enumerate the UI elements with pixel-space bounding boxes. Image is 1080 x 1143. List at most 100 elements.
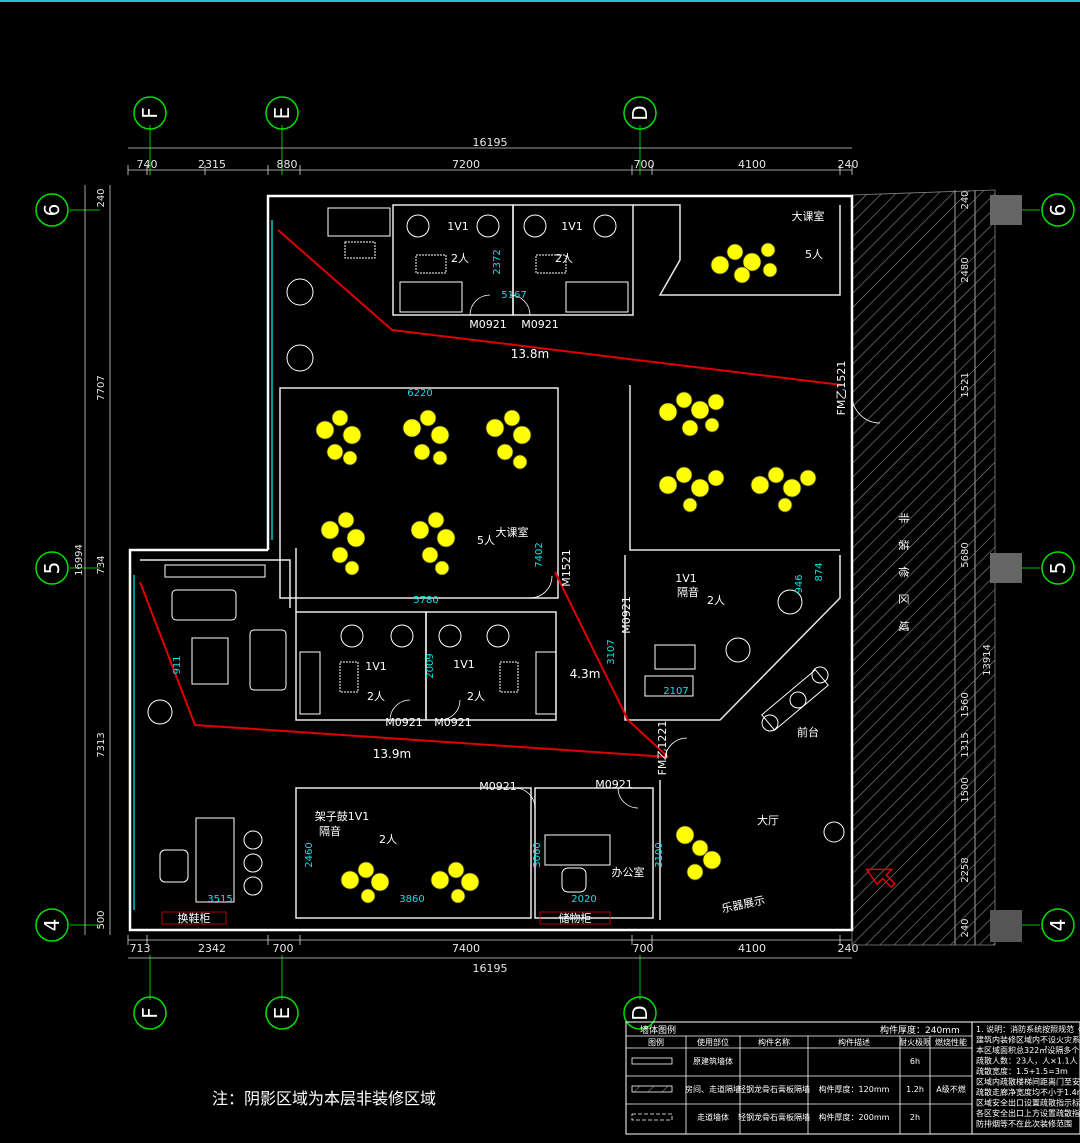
door-m0921-d: M0921 bbox=[434, 716, 472, 729]
room-1v1-e: 1V1 bbox=[675, 572, 697, 585]
interior-walls bbox=[140, 204, 841, 920]
dim-top-4: 7200 bbox=[452, 158, 480, 171]
door-m0921-c: M0921 bbox=[385, 716, 423, 729]
room-front-desk: 前台 bbox=[797, 725, 819, 739]
inner-dim-3515: 3515 bbox=[207, 894, 232, 905]
column-5 bbox=[990, 553, 1022, 583]
dim-left-5: 500 bbox=[96, 910, 107, 929]
dim-total-bottom: 16195 bbox=[473, 962, 508, 975]
spec-note-line: 疏散走廊净宽度均不小于1.4m bbox=[976, 1087, 1080, 1097]
room-storage-cabinet: 储物柜 bbox=[559, 911, 592, 925]
legend-r2-c2: 轻钢龙骨石膏板隔墙 bbox=[738, 1084, 810, 1094]
legend-header-1: 使用部位 bbox=[697, 1037, 729, 1047]
spec-note-line: 本区域面积总322㎡设隔多个房间(包 bbox=[976, 1045, 1080, 1055]
furniture-white bbox=[147, 207, 845, 903]
spec-note-line: 疏散人数：23人，人×1.1人 bbox=[976, 1056, 1078, 1066]
legend-r2-c4: 1.2h bbox=[906, 1085, 924, 1094]
room-hall: 大厅 bbox=[757, 813, 779, 827]
legend-table bbox=[625, 1021, 973, 1135]
room-drum-1v1: 架子鼓1V1 bbox=[315, 809, 370, 823]
inner-dim-911: 911 bbox=[172, 655, 183, 674]
dim-left-3: 734 bbox=[96, 555, 107, 574]
dim-top-5: 700 bbox=[634, 158, 655, 171]
axis-label-f-bottom: F bbox=[138, 1007, 162, 1019]
room-big-class-top-ppl: 5人 bbox=[805, 248, 823, 261]
dim-left-total: 16994 bbox=[74, 544, 85, 576]
legend-r1-c1: 原建筑墙体 bbox=[693, 1056, 733, 1066]
drum-kits bbox=[315, 242, 817, 904]
spec-note-line: 1. 说明：消防系统按照规范《12 #楼消防设计》 bbox=[976, 1024, 1080, 1034]
entrance-arrow-icon bbox=[864, 868, 896, 889]
spec-note-line: 各区安全出口上方设置疏散指示 bbox=[976, 1108, 1080, 1118]
room-instrument-display: 乐器展示 bbox=[720, 894, 766, 916]
dim-bottom-2: 2342 bbox=[198, 942, 226, 955]
spec-notes-box bbox=[971, 1021, 1080, 1135]
legend-r3-c2: 轻钢龙骨石膏板隔墙 bbox=[738, 1112, 810, 1122]
door-m0921-f: M0921 bbox=[595, 778, 633, 791]
inner-dim-2107: 2107 bbox=[663, 686, 688, 697]
inner-dim-3100: 3100 bbox=[654, 842, 665, 867]
dim-left-2: 7707 bbox=[96, 375, 107, 400]
legend-r2-c1: 房间、走道隔墙 bbox=[685, 1084, 741, 1094]
inner-dim-7402: 7402 bbox=[534, 542, 545, 567]
spec-note-line: 区域安全出口设置疏散指示标志 bbox=[976, 1098, 1080, 1108]
door-m0921-a: M0921 bbox=[469, 318, 507, 331]
inner-dim-2372: 2372 bbox=[492, 249, 503, 274]
shoe-cabinet-box bbox=[161, 911, 227, 925]
door-m1521: M1521 bbox=[560, 549, 573, 587]
dim-bottom-6: 4100 bbox=[738, 942, 766, 955]
axis-label-e-bottom: E bbox=[270, 1007, 294, 1020]
door-fm1221: FM乙1221 bbox=[656, 721, 669, 776]
column-4 bbox=[990, 910, 1022, 942]
distance-4-3: 4.3m bbox=[570, 667, 601, 681]
dim-total-top: 16195 bbox=[473, 136, 508, 149]
non-reno-label: 非装修区域 bbox=[897, 513, 911, 648]
room-1v1-b: 1V1 bbox=[561, 220, 583, 233]
axis-label-d-bottom: D bbox=[628, 1005, 652, 1020]
legend-r2-c3: 构件厚度：120mm bbox=[819, 1084, 890, 1094]
axis-label-6-left: 6 bbox=[40, 204, 64, 217]
legend-r1-c4: 6h bbox=[910, 1057, 920, 1066]
legend-header-3: 构件描述 bbox=[838, 1037, 870, 1047]
axis-bubbles bbox=[35, 96, 1075, 1030]
legend-header-4: 耐火极限 bbox=[899, 1037, 931, 1047]
axis-label-5-right: 5 bbox=[1046, 562, 1070, 575]
room-1v1-a: 1V1 bbox=[447, 220, 469, 233]
evac-paths bbox=[139, 229, 843, 758]
dim-top-6: 4100 bbox=[738, 158, 766, 171]
inner-dim-3060: 3060 bbox=[532, 842, 543, 867]
non-reno-hatch bbox=[851, 189, 996, 946]
distance-13-8: 13.8m bbox=[511, 347, 549, 361]
legend-thickness: 构件厚度：240mm bbox=[880, 1024, 960, 1036]
legend-r2-c5: A级不燃 bbox=[936, 1084, 965, 1094]
inner-dim-3860: 3860 bbox=[399, 894, 424, 905]
door-m0921-g: M0921 bbox=[620, 596, 633, 634]
room-big-class-mid: 大课室 bbox=[496, 525, 529, 539]
dim-bottom-1: 713 bbox=[130, 942, 151, 955]
axis-label-5-left: 5 bbox=[40, 562, 64, 575]
inner-dim-874: 874 bbox=[814, 562, 825, 581]
axis-label-e-top: E bbox=[270, 107, 294, 120]
axis-label-4-right: 4 bbox=[1046, 919, 1070, 932]
dim-bottom-4: 7400 bbox=[452, 942, 480, 955]
spec-note-line: 建筑内装修区域内不设火灾系统，设 bbox=[976, 1035, 1080, 1045]
column-6 bbox=[990, 195, 1022, 225]
dim-top-1: 740 bbox=[137, 158, 158, 171]
inner-dim-2020: 2020 bbox=[571, 894, 596, 905]
dim-left-1: 240 bbox=[96, 188, 107, 207]
room-ppl-d: 2人 bbox=[467, 690, 485, 703]
inner-dim-2460: 2460 bbox=[304, 842, 315, 867]
room-soundproof: 隔音 bbox=[677, 585, 699, 599]
top-accent-line bbox=[0, 0, 1080, 2]
dimension-lines bbox=[84, 147, 976, 959]
legend-header-5: 燃烧性能 bbox=[935, 1037, 967, 1047]
room-drum-soundproof: 隔音 bbox=[319, 824, 341, 838]
legend-header-2: 构件名称 bbox=[758, 1037, 790, 1047]
outer-walls bbox=[128, 194, 854, 932]
spec-note-line: 疏散宽度：1.5+1.5=3m bbox=[976, 1066, 1068, 1076]
room-big-class-top: 大课室 bbox=[792, 209, 825, 223]
dim-top-7: 240 bbox=[838, 158, 859, 171]
legend-r3-c1: 走道墙体 bbox=[697, 1112, 729, 1122]
inner-dim-3107: 3107 bbox=[606, 639, 617, 664]
